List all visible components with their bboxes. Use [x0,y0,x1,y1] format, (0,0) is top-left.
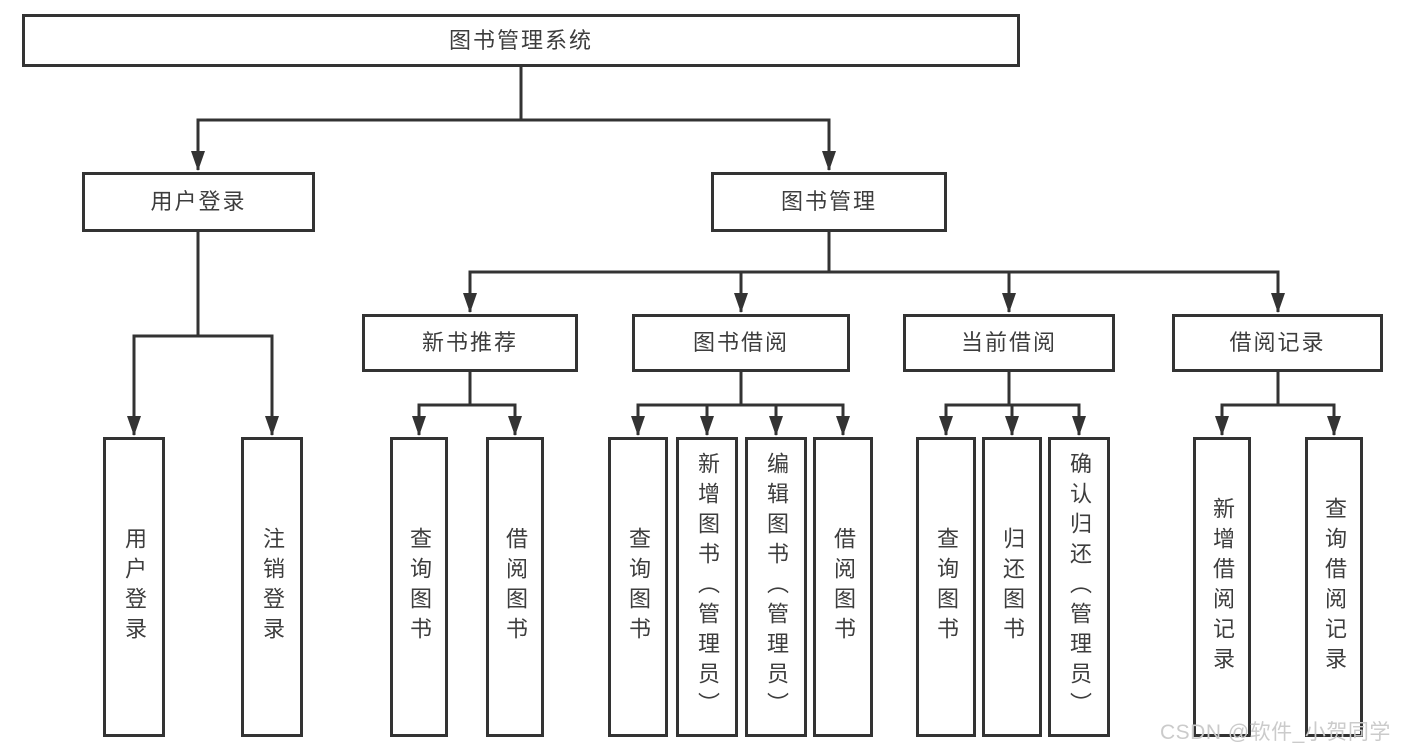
csdn-watermark: CSDN @软件_小贺同学 [1160,721,1391,744]
node-new-book-recommend: 新书推荐 [362,314,578,372]
leaf-query-books-newbook: 查询图书 [390,437,448,737]
leaf-borrow-books-borrow: 借阅图书 [813,437,873,737]
leaf-add-borrow-record: 新增借阅记录 [1193,437,1251,737]
leaf-query-books-current: 查询图书 [916,437,976,737]
leaf-edit-book-admin: 编辑图书（管理员） [745,437,807,737]
leaf-borrow-books-newbook: 借阅图书 [486,437,544,737]
leaf-add-book-admin: 新增图书（管理员） [676,437,738,737]
node-library-management-system: 图书管理系统 [22,14,1020,67]
leaf-return-book: 归还图书 [982,437,1042,737]
leaf-query-books-borrow: 查询图书 [608,437,668,737]
leaf-user-login: 用户登录 [103,437,165,737]
node-borrow-record: 借阅记录 [1172,314,1383,372]
leaf-logout-login: 注销登录 [241,437,303,737]
node-book-management: 图书管理 [711,172,947,232]
node-user-login: 用户登录 [82,172,315,232]
leaf-confirm-return-admin: 确认归还（管理员） [1048,437,1110,737]
node-current-borrow: 当前借阅 [903,314,1115,372]
node-book-borrow: 图书借阅 [632,314,850,372]
leaf-query-borrow-record: 查询借阅记录 [1305,437,1363,737]
